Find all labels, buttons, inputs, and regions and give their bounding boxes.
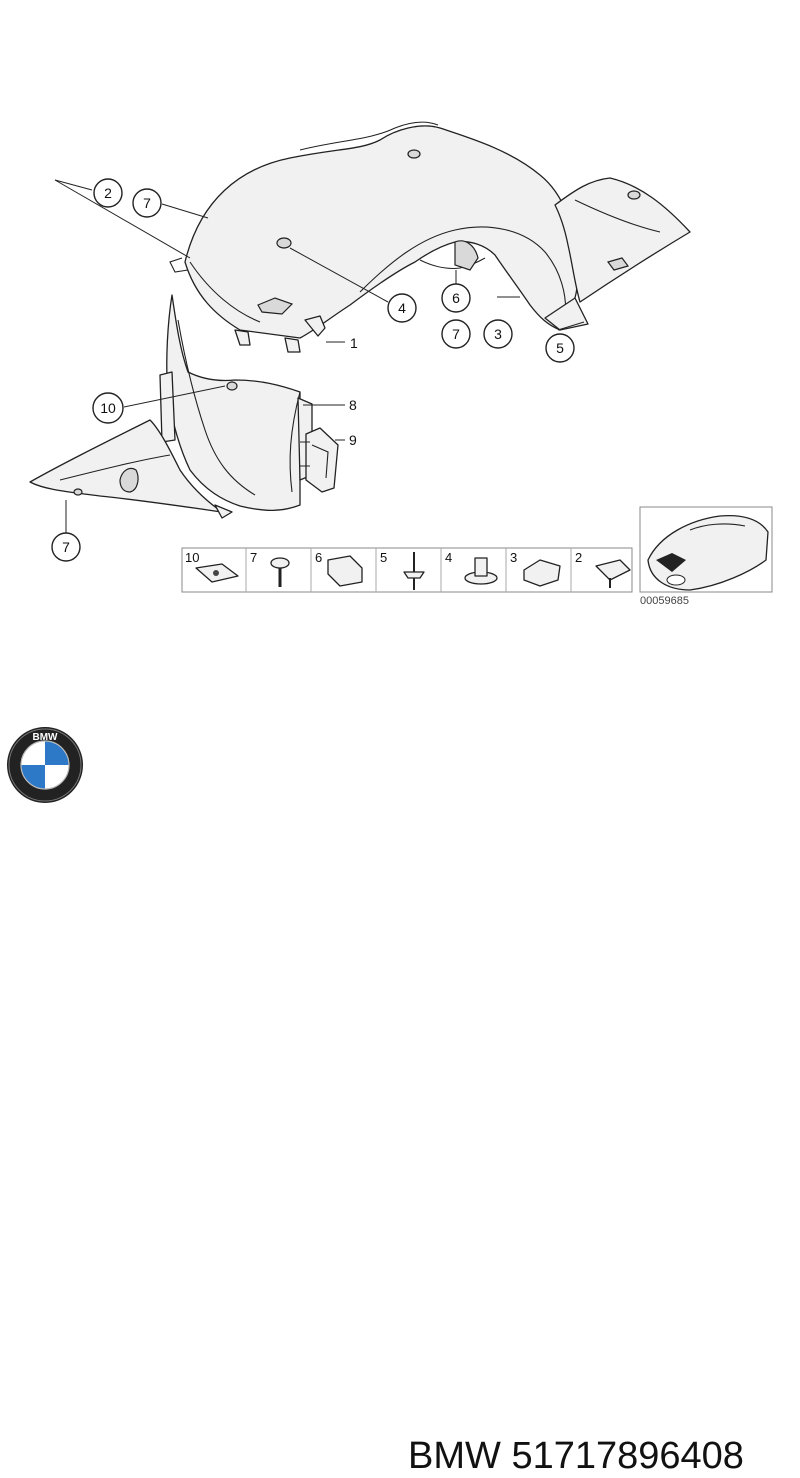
bmw-logo-icon: BMW [7,727,83,803]
callout-2a: 2 [93,178,123,208]
callout-label: 5 [556,340,564,356]
callout-7b: 7 [441,319,471,349]
spring-clip-icon [523,559,561,587]
part-number: 51717896408 [511,1435,744,1477]
parts-diagram: 2 7 4 6 7 3 5 10 7 1 8 9 [29,121,773,607]
strip-number: 3 [510,550,517,565]
clip-block-icon [327,555,363,587]
callout-4: 4 [387,293,417,323]
part-caption: BMW 51717896408 [408,1435,744,1478]
callout-6: 6 [441,283,471,313]
callout-5: 5 [545,333,575,363]
parts-strip: 10 7 6 5 4 3 2 [181,547,633,593]
callout-label: 2 [104,185,112,201]
callout-label: 6 [452,290,460,306]
car-icon [647,514,769,591]
label-1: 1 [350,335,358,351]
wheel-arch-liner-rear [544,177,691,331]
callout-10: 10 [92,392,124,424]
callout-label: 3 [494,326,502,342]
strip-item-10: 10 [185,550,239,583]
wheel-arch-liner-lower [29,294,313,519]
label-8: 8 [349,397,357,413]
screw-icon [270,557,290,569]
callout-3: 3 [483,319,513,349]
label-9: 9 [349,432,357,448]
strip-number: 10 [185,550,199,565]
strip-number: 4 [445,550,452,565]
wheel-arch-liner-front [169,121,579,353]
reference-number: 00059685 [640,595,689,607]
strip-item-7: 7 [250,550,290,587]
strip-number: 7 [250,550,257,565]
footer: BMW BMW 51717896408 [0,700,800,1477]
callout-label: 7 [143,195,151,211]
callout-label: 10 [100,400,116,416]
strip-item-3: 3 [510,550,561,587]
callout-label: 4 [398,300,406,316]
vehicle-location-thumbnail [639,506,773,593]
strip-item-2: 2 [575,550,631,588]
strip-number: 2 [575,550,582,565]
brand-name: BMW [408,1435,501,1477]
callout-label: 7 [62,539,70,555]
push-clip-icon [595,559,631,581]
cover-plate-9 [300,427,339,493]
leader-lines [54,179,585,533]
callout-7c: 7 [51,532,81,562]
location-marker-icon [656,553,686,572]
strip-item-5: 5 [380,550,425,590]
strip-number: 6 [315,550,322,565]
callout-label: 7 [452,326,460,342]
strip-number: 5 [380,550,387,565]
logo-letters: BMW [33,732,59,743]
strip-item-6: 6 [315,550,363,587]
strip-item-4: 4 [445,550,498,585]
callout-7a: 7 [132,188,162,218]
